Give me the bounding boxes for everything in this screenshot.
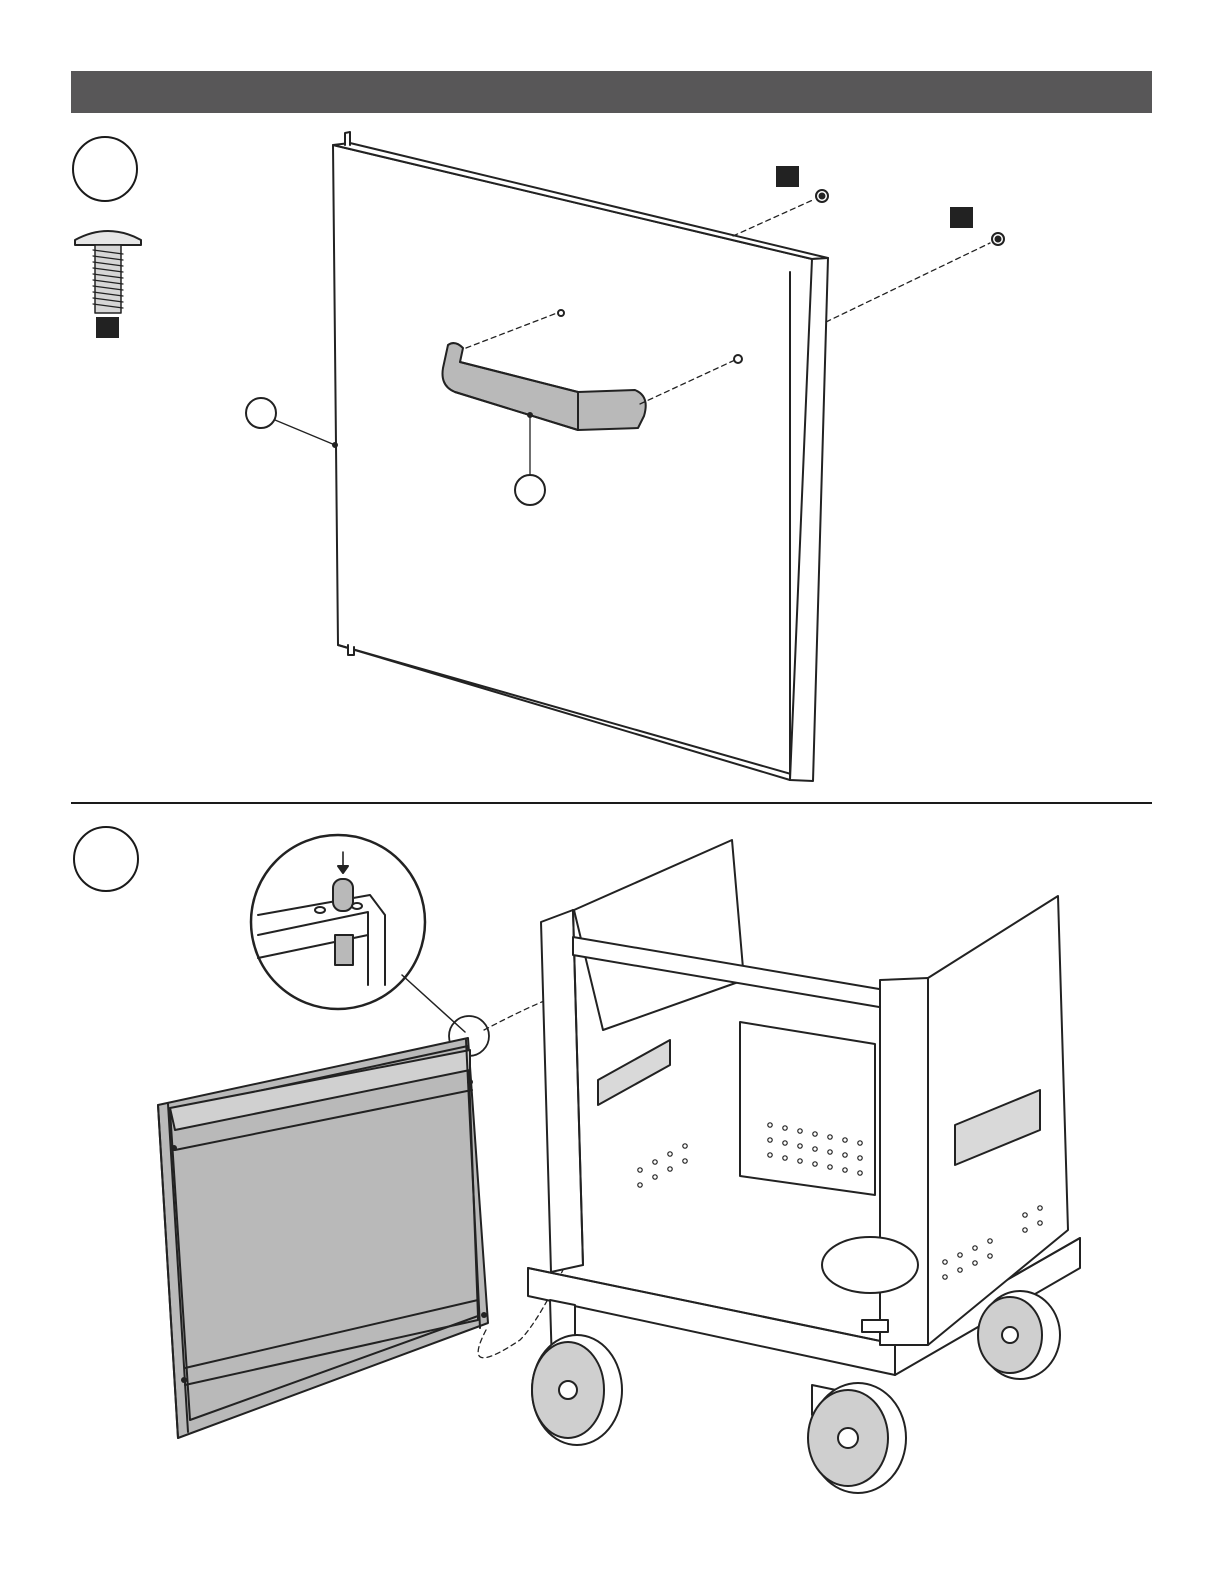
caster-wheel	[808, 1383, 906, 1493]
door-panel-callout	[246, 398, 276, 428]
hinge-pin-detail	[251, 835, 425, 1009]
caster-wheel	[978, 1291, 1060, 1379]
screw-marker-upper	[776, 166, 799, 187]
cart-frame	[528, 840, 1080, 1375]
screw-marker-right	[950, 207, 973, 228]
door-panel	[333, 132, 828, 781]
caster-wheel	[532, 1300, 622, 1445]
hardware-marker	[96, 317, 119, 338]
door-handle-callout	[515, 475, 545, 505]
door-panel-inside	[158, 1038, 488, 1438]
screw-icon	[75, 231, 141, 313]
